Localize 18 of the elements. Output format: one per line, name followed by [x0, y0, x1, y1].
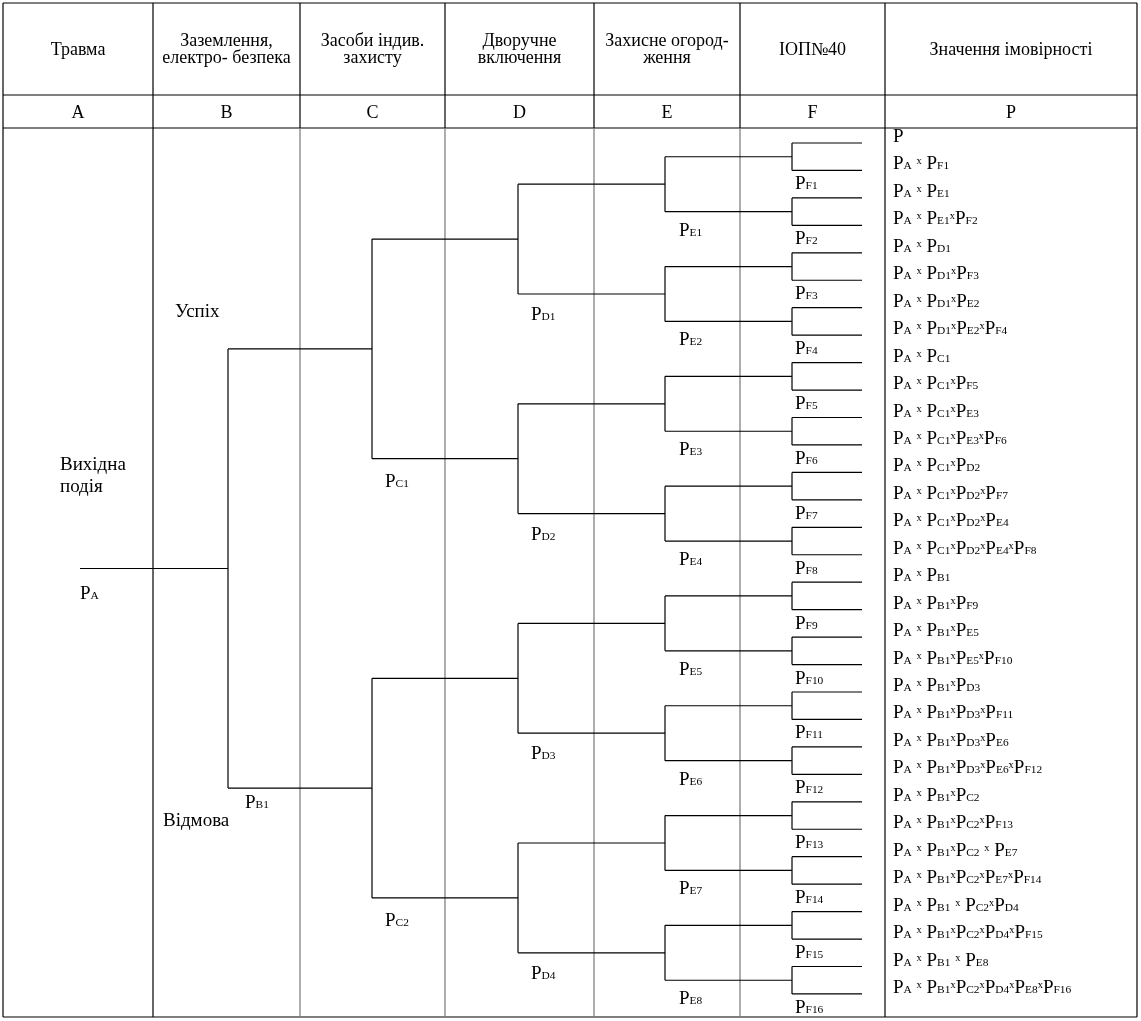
branch-label: Відмова	[163, 810, 230, 830]
column-letter: P	[1005, 100, 1017, 124]
column-header: Травма	[49, 37, 107, 61]
column-letter: D	[512, 100, 527, 124]
column-header: Значення імовірності	[928, 37, 1094, 61]
column-header: Заземлення, електро- безпека	[161, 29, 292, 69]
column-header: Засоби індив. захисту	[319, 29, 426, 69]
column-header: ІОП№40	[777, 37, 848, 61]
column-letter: E	[660, 100, 674, 124]
column-letter: F	[806, 100, 819, 124]
column-letter: A	[70, 100, 86, 124]
column-header: Захисне огород- ження	[604, 29, 730, 69]
column-letter: C	[365, 100, 380, 124]
column-header: Дворучне включення	[476, 29, 563, 69]
column-letter: B	[219, 100, 234, 124]
probability-formula: P	[893, 126, 904, 145]
branch-label: Успіх	[175, 300, 220, 320]
initial-event-label: Вихідна подія	[60, 453, 127, 498]
